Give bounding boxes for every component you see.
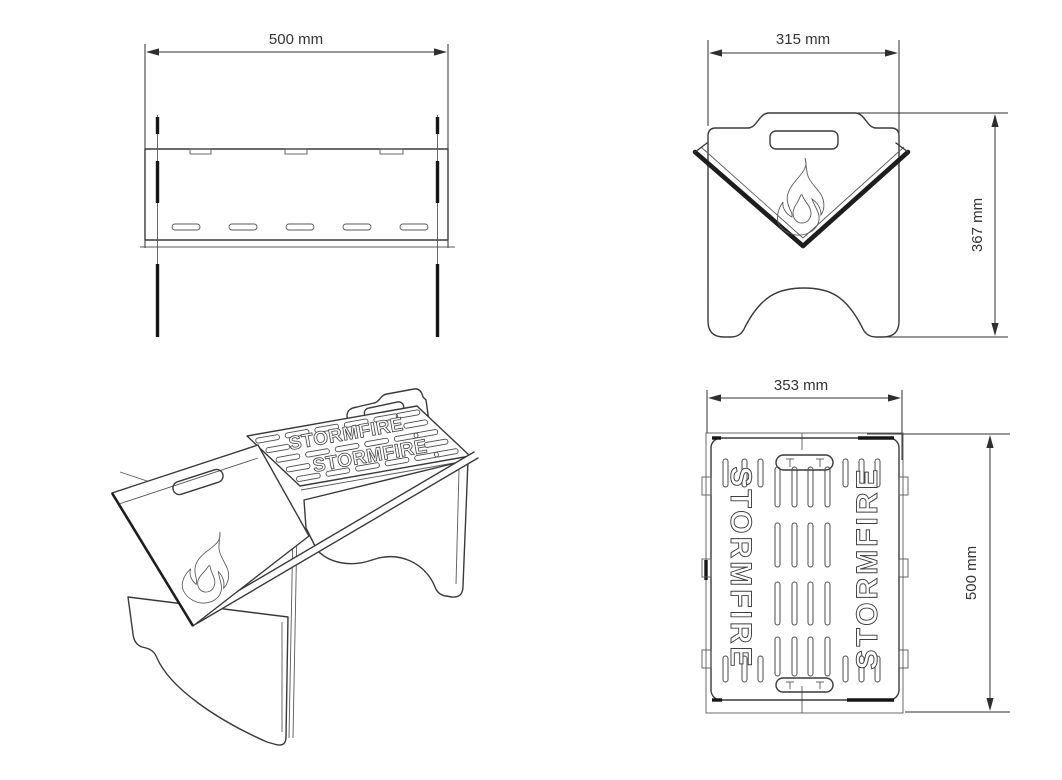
- side-view: 500 mm: [140, 31, 455, 337]
- plate-slots: [255, 409, 459, 482]
- end-panel-view: 315 mm 367 mm: [692, 31, 1008, 338]
- leg-arch: [127, 596, 289, 746]
- plate-text-cutout: STORMFIRE: [724, 466, 757, 669]
- grill-plate-top: STORMFIRE STORMFIRE: [701, 432, 909, 714]
- side-view-body: [140, 115, 455, 337]
- perspective-view: STORMFIRE STORMFIRE: [110, 388, 479, 746]
- leaning-end-panel: [110, 444, 310, 627]
- flame-icon: [776, 157, 825, 236]
- top-view-dimensions: 353 mm 500 mm: [706, 377, 1010, 713]
- dimension-label-top-width: 353 mm: [774, 377, 828, 394]
- right-end-panel: [303, 459, 469, 598]
- front-end-panel: [127, 596, 289, 746]
- dimension-label-end-height: 367 mm: [969, 198, 986, 252]
- dimension-label-side-width: 500 mm: [269, 31, 323, 48]
- handle-slot: [775, 454, 834, 471]
- end-panel-edges: [155, 115, 440, 337]
- end-view-dimensions: 315 mm 367 mm: [707, 31, 1008, 338]
- handle-slot: [775, 677, 834, 693]
- side-view-dimension: 500 mm: [144, 31, 449, 248]
- top-view: 353 mm 500 mm: [701, 377, 1010, 714]
- vent-slots: [171, 223, 429, 231]
- leg-arch: [303, 459, 469, 598]
- plate-text-cutout: STORMFIRE: [851, 466, 884, 669]
- end-panel-outline: [692, 112, 911, 338]
- handle-slot: [769, 130, 839, 150]
- vent-slots: [774, 466, 831, 677]
- edge-tabs: [701, 476, 909, 669]
- dimension-label-end-width: 315 mm: [776, 31, 830, 48]
- dimension-label-top-height: 500 mm: [963, 546, 980, 600]
- vent-slots: [722, 458, 881, 683]
- v-side-walls: [692, 142, 911, 249]
- handle-slot: [172, 468, 224, 496]
